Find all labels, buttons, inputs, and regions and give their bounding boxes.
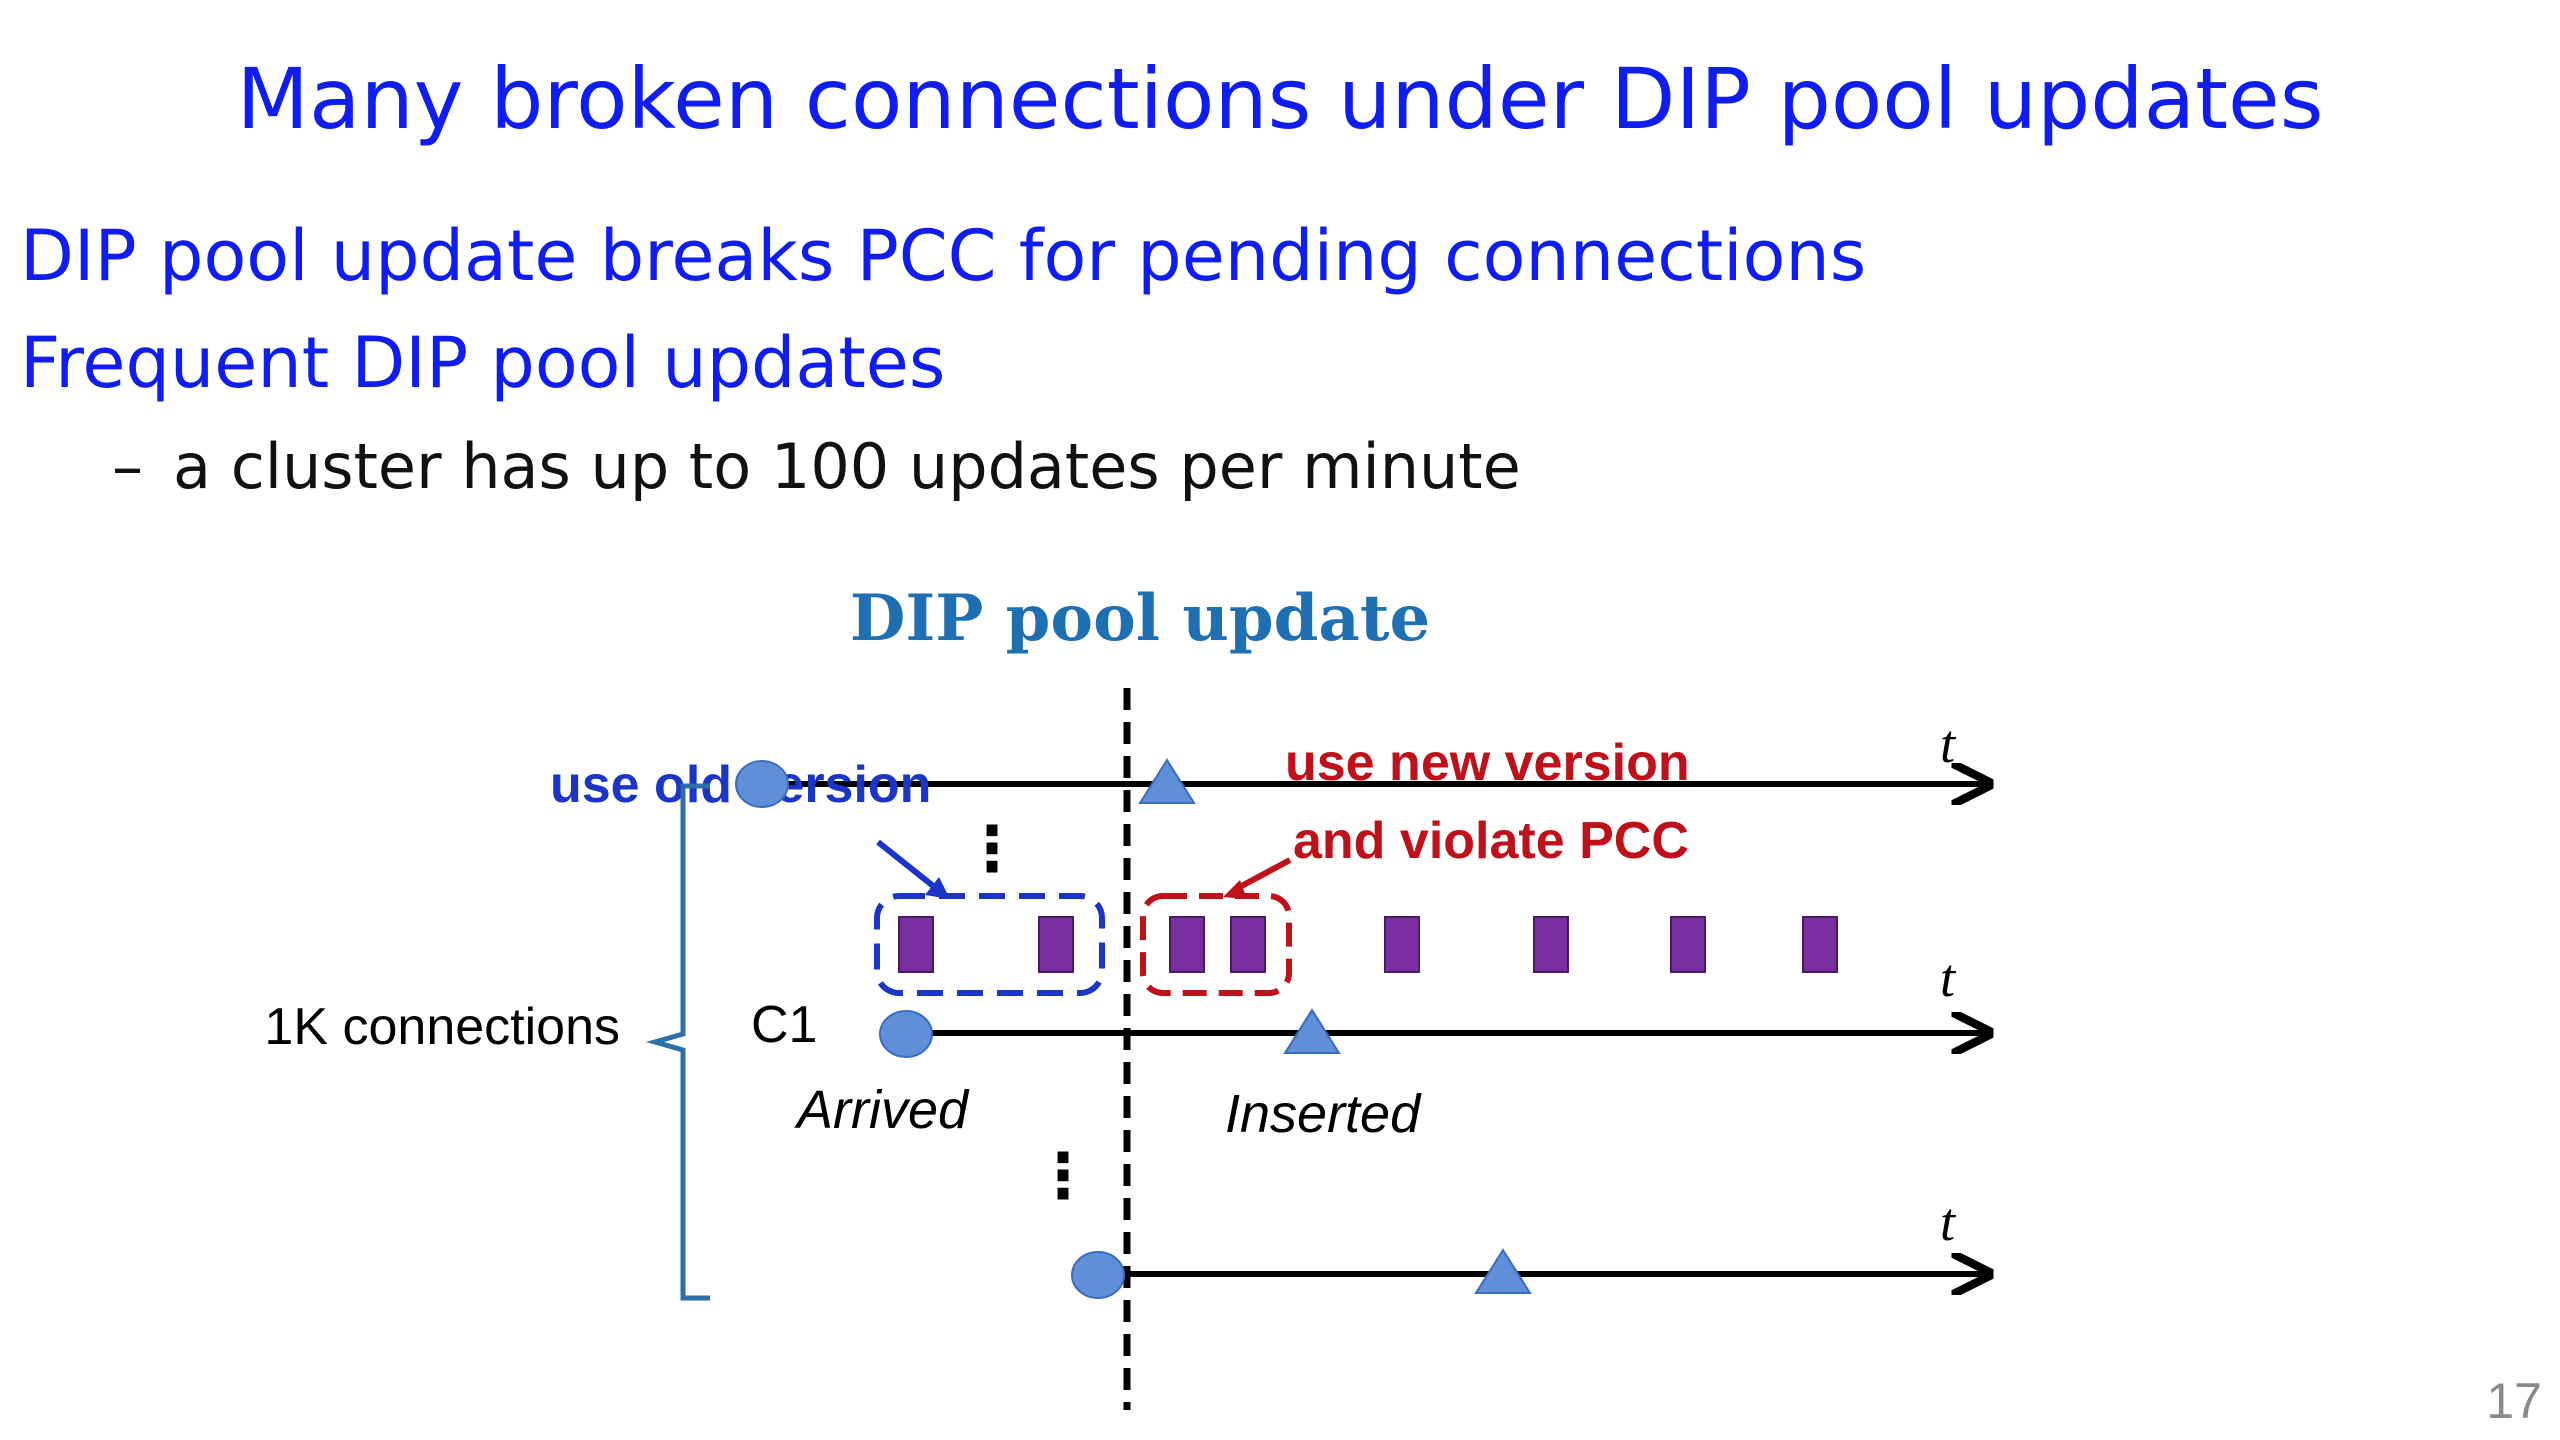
slide-title: Many broken connections under DIP pool u… bbox=[236, 50, 2324, 148]
insert-triangle-top bbox=[1138, 758, 1196, 804]
time-label-top: t bbox=[1940, 714, 1957, 774]
ellipsis-middle: ⋮ bbox=[1032, 1139, 1094, 1212]
packet bbox=[1038, 916, 1074, 973]
new-version-label-line1: use new version bbox=[1285, 734, 1690, 792]
packet bbox=[898, 916, 934, 973]
arrival-circle-c1 bbox=[879, 1010, 933, 1058]
packet bbox=[1533, 916, 1569, 973]
dip-pool-update-heading: DIP pool update bbox=[850, 581, 1430, 656]
packet bbox=[1802, 916, 1838, 973]
ellipsis-top: ⋮ bbox=[961, 812, 1023, 885]
connections-label: 1K connections bbox=[264, 998, 620, 1056]
packet bbox=[1230, 916, 1266, 973]
packet bbox=[1670, 916, 1706, 973]
arrived-label: Arrived bbox=[794, 1080, 970, 1140]
packet bbox=[1384, 916, 1420, 973]
bullet-2: Frequent DIP pool updates bbox=[20, 322, 946, 404]
new-version-arrow bbox=[1232, 857, 1292, 893]
time-label-bottom: t bbox=[1940, 1192, 1957, 1252]
new-version-arrowhead bbox=[1223, 880, 1247, 899]
c1-label: C1 bbox=[751, 996, 817, 1054]
packet bbox=[1169, 916, 1205, 973]
old-version-arrowhead bbox=[925, 877, 950, 899]
old-version-packet-group bbox=[874, 893, 1105, 996]
bullet-1: DIP pool update breaks PCC for pending c… bbox=[20, 215, 1867, 297]
insert-triangle-c1 bbox=[1283, 1008, 1341, 1054]
old-version-arrow bbox=[876, 839, 944, 896]
arrival-circle-top bbox=[735, 760, 789, 808]
sub-bullet: –a cluster has up to 100 updates per min… bbox=[112, 430, 1521, 503]
new-version-packet-group bbox=[1140, 893, 1292, 996]
sub-bullet-dash: – bbox=[112, 430, 143, 503]
insert-triangle-bottom bbox=[1474, 1248, 1532, 1294]
time-label-c1: t bbox=[1940, 948, 1957, 1008]
page-number: 17 bbox=[2486, 1373, 2542, 1429]
connections-brace bbox=[645, 783, 710, 1301]
new-version-label-line2: and violate PCC bbox=[1293, 812, 1689, 870]
inserted-label: Inserted bbox=[1225, 1084, 1422, 1144]
sub-bullet-text: a cluster has up to 100 updates per minu… bbox=[173, 430, 1521, 503]
arrival-circle-bottom bbox=[1071, 1251, 1125, 1299]
